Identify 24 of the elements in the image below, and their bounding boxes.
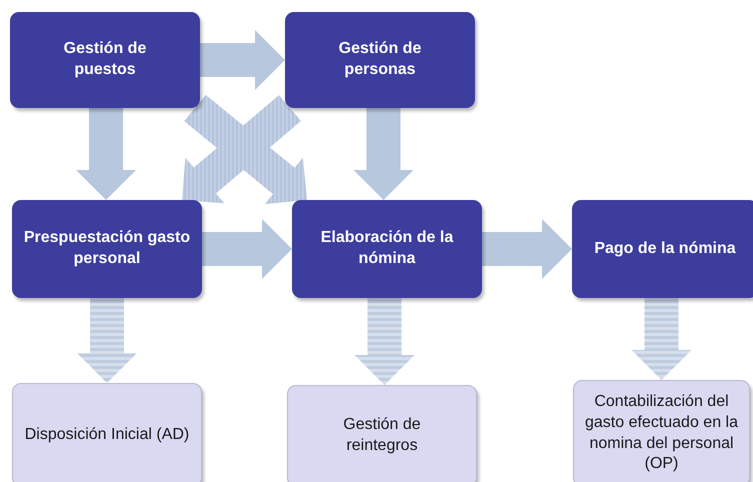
box-label: Disposición Inicial (AD) <box>24 424 190 445</box>
process-box <box>292 200 482 298</box>
block-arrow <box>76 108 136 200</box>
box-label: Gestión de reintegros <box>342 415 422 456</box>
process-box <box>573 380 750 482</box>
process-box <box>572 200 753 298</box>
block-arrow <box>354 298 414 385</box>
box-label: Gestión de puestos <box>62 39 148 80</box>
box-label: Contabilización del gasto efectuado en la nomina del personal (OP) <box>584 392 739 474</box>
process-box <box>285 12 475 108</box>
box-label: Gestión de personas <box>338 39 422 80</box>
block-arrow <box>354 108 414 200</box>
process-box <box>12 200 202 298</box>
box-label: Prespuestación gasto personal <box>22 228 192 269</box>
block-arrow <box>632 298 692 380</box>
block-arrow <box>202 219 292 279</box>
box-label: Pago de la nómina <box>594 238 736 259</box>
block-arrow <box>482 219 572 279</box>
block-arrow <box>77 298 137 383</box>
process-box <box>10 12 200 108</box>
block-arrow <box>200 30 285 90</box>
process-box <box>287 385 477 482</box>
process-box <box>12 383 202 482</box>
box-label: Elaboración de la nómina <box>320 228 454 269</box>
